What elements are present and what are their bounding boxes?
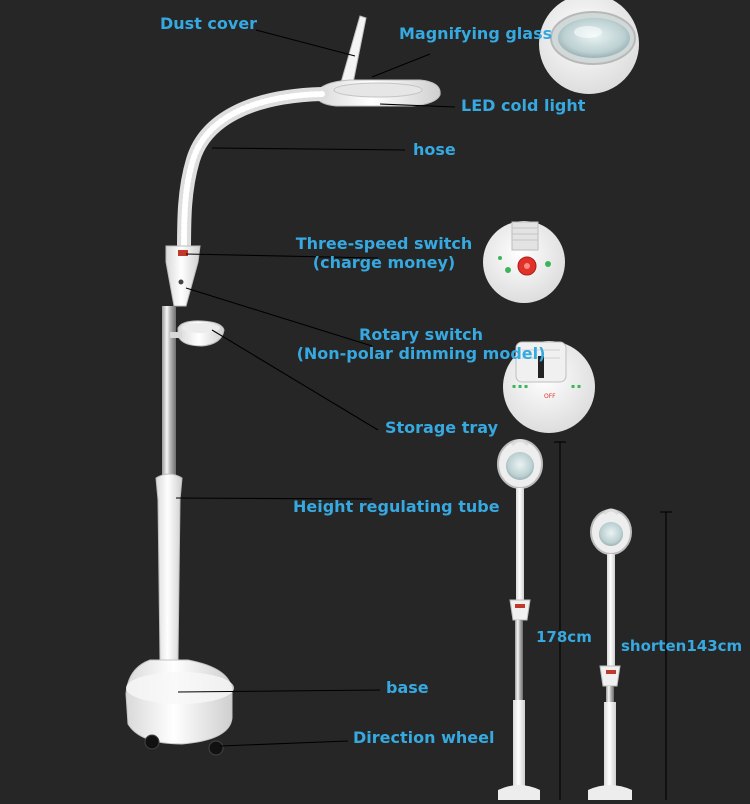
label-rotary-switch-title: Rotary switch <box>359 325 483 344</box>
label-charge-money: (charge money) <box>312 253 456 272</box>
label-hose: hose <box>413 140 456 159</box>
label-height-178cm: 178cm <box>536 628 592 646</box>
label-led-cold-light: LED cold light <box>461 96 586 115</box>
chrome-pole <box>162 306 176 484</box>
leader-lines <box>175 29 456 747</box>
label-non-polar-dimming: (Non-polar dimming model) <box>296 344 546 363</box>
label-height-143cm: shorten143cm <box>621 637 743 655</box>
label-base: base <box>386 678 429 697</box>
tall-lamp-comparison <box>497 439 566 800</box>
label-height-regulating-tube: Height regulating tube <box>293 497 500 516</box>
svg-text:▪ ▪ ▪: ▪ ▪ ▪ <box>512 383 528 390</box>
label-dust-cover: Dust cover <box>160 14 258 33</box>
gooseneck-hose <box>177 87 329 259</box>
label-rotary-switch: Rotary switch (Non-polar dimming model) <box>294 325 548 363</box>
svg-text:OFF: OFF <box>544 393 556 400</box>
label-three-speed-switch-title: Three-speed switch <box>295 234 473 253</box>
height-tube <box>155 473 183 661</box>
dust-cover <box>339 15 367 89</box>
svg-text:▪ ▪: ▪ ▪ <box>571 383 581 390</box>
label-magnifying-glass: Magnifying glass <box>399 24 553 43</box>
main-lamp <box>125 15 441 756</box>
switch-housing <box>165 245 201 307</box>
direction-wheels <box>144 734 224 756</box>
label-three-speed-switch: Three-speed switch (charge money) <box>294 234 474 272</box>
label-direction-wheel: Direction wheel <box>353 728 495 747</box>
detail-three-speed-switch <box>483 221 565 303</box>
short-lamp-comparison <box>588 508 672 800</box>
detail-magnifier <box>539 0 639 94</box>
detail-rotary-switch: ▪ ▪ ▪ ▪ ▪ OFF <box>503 341 595 433</box>
label-storage-tray: Storage tray <box>385 418 498 437</box>
